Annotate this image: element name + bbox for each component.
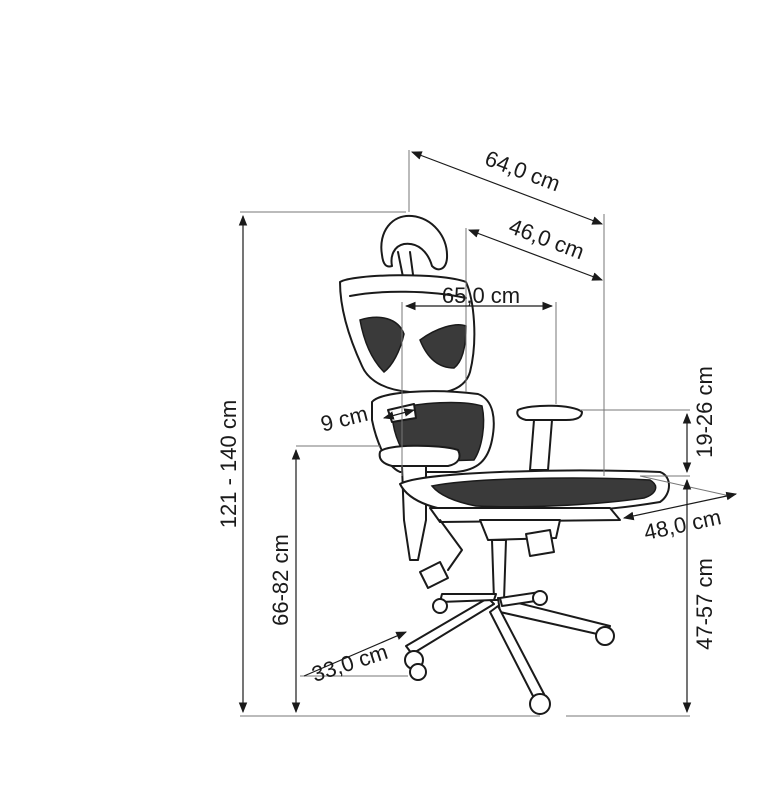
dimension-lines: [238, 151, 738, 714]
caster: [529, 693, 551, 715]
armrest-right-post: [529, 419, 553, 471]
dim-overall-width-line: [410, 151, 604, 225]
dim-lumbar-line: [382, 408, 416, 420]
label-base-radius: 33,0 cm: [309, 639, 391, 687]
dim-seat-depth-line: [622, 491, 738, 521]
tilt-knob: [525, 529, 555, 557]
dim-base-radius-line: [303, 631, 407, 677]
backrest-top-bar: [349, 290, 467, 299]
label-lumbar: 9 cm: [318, 401, 370, 437]
backrest-mesh-left: [359, 316, 405, 373]
headrest: [380, 214, 449, 271]
height-lever: [439, 519, 463, 571]
extension-lines: [240, 150, 731, 717]
label-seat-depth: 48,0 cm: [642, 504, 724, 545]
casters: [404, 590, 615, 715]
armrest-right: [516, 404, 583, 421]
label-armrest-adjust: 19-26 cm: [692, 366, 717, 458]
star-base: [405, 591, 611, 699]
seat-underside: [429, 507, 621, 523]
backrest-mesh-right: [419, 324, 467, 369]
base-leg-left: [405, 597, 495, 655]
label-armrest-seat-height: 47-57 cm: [692, 558, 717, 650]
label-seat-height: 66-82 cm: [268, 534, 293, 626]
base-leg-back-left: [439, 593, 497, 603]
caster: [595, 626, 615, 646]
label-total-height: 121 - 140 cm: [216, 400, 241, 528]
armrest-left: [378, 444, 461, 467]
gas-cylinder: [491, 539, 507, 601]
caster: [432, 598, 448, 614]
label-overall-width: 64,0 cm: [482, 146, 564, 197]
caster: [409, 663, 427, 681]
caster: [532, 590, 548, 606]
dim-backrest-width-line: [467, 229, 604, 281]
lever-handle: [419, 561, 449, 589]
label-backrest-width: 46,0 cm: [506, 214, 588, 265]
label-depth: 65,0 cm: [442, 283, 520, 308]
